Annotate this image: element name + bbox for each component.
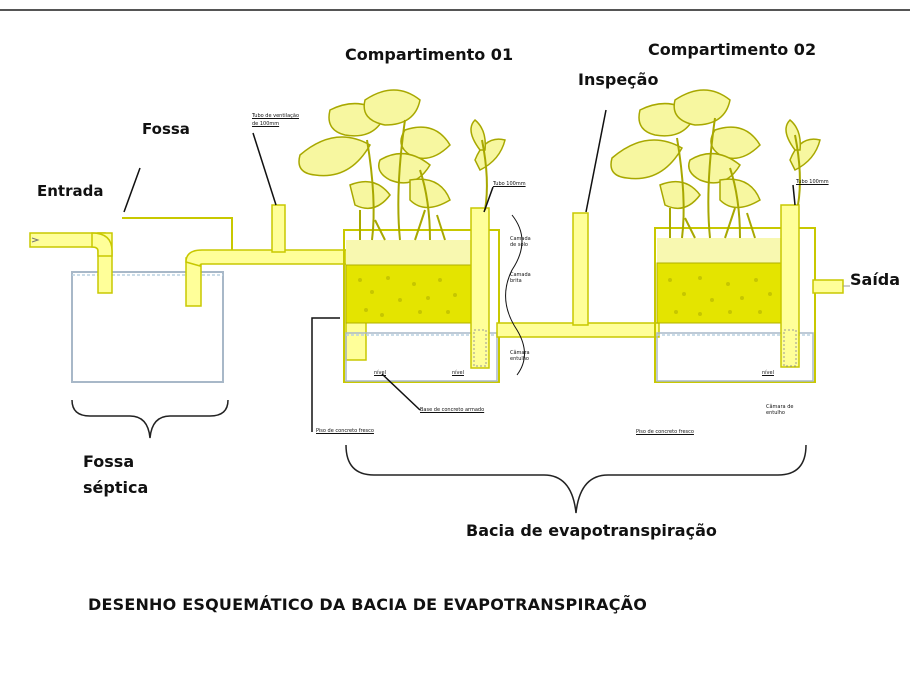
brace-fossa	[71, 399, 229, 439]
annotation-nivel-3: nível	[762, 370, 774, 376]
label-bacia: Bacia de evapotranspiração	[466, 521, 717, 540]
label-fossa-septica-1: Fossa	[83, 452, 135, 471]
label-fossa-septica-2: séptica	[83, 478, 149, 497]
label-inspecao: Inspeção	[578, 70, 659, 89]
outlet-pipe	[812, 279, 844, 294]
leader-lines	[123, 109, 796, 432]
annotation-nivel-1: nível	[374, 370, 386, 376]
annotation-tubo: Tubo de ventilação	[252, 113, 300, 119]
connector-pipe	[496, 212, 660, 338]
plant-02	[610, 89, 821, 210]
annotation-tubo-2: de 100mm	[252, 121, 280, 127]
septic-outlet-pipe	[185, 204, 367, 361]
compartment-01	[343, 207, 500, 383]
plant-02-stems	[669, 117, 801, 239]
annotation-piso-2: Piso de concreto fresco	[636, 429, 694, 435]
brace-bacia	[345, 444, 807, 514]
label-fossa: Fossa	[142, 120, 190, 138]
label-saida: Saída	[850, 270, 901, 289]
annotation-nivel-2: nível	[452, 370, 464, 376]
plant-01-stems	[359, 119, 488, 241]
label-entrada: Entrada	[37, 182, 104, 200]
inlet-pipe	[29, 232, 113, 294]
annotation-inspecao-1: Tubo 100mm	[493, 181, 526, 187]
annotation-piso: Piso de concreto fresco	[316, 428, 374, 434]
annotation-base: Base de concreto armado	[420, 407, 485, 413]
annotation-inspecao-2: Tubo 100mm	[796, 179, 829, 185]
fossa-slab	[122, 217, 233, 250]
label-compartimento-02: Compartimento 02	[648, 40, 817, 59]
compartment-02	[654, 204, 816, 383]
label-compartimento-01: Compartimento 01	[345, 45, 514, 64]
diagram-title: DESENHO ESQUEMÁTICO DA BACIA DE EVAPOTRA…	[88, 595, 648, 614]
